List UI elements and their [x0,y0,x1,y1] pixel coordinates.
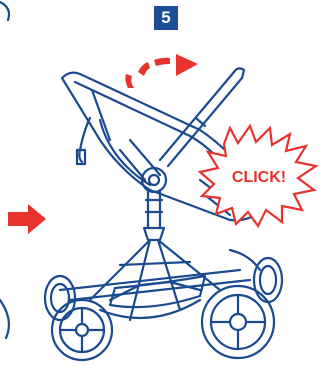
click-label: CLICK! [232,169,286,186]
column-post [144,190,164,240]
front-left-wheel [52,300,112,360]
basket [110,276,205,307]
rear-right-wheel [254,258,282,302]
edge-circle-top [0,2,9,20]
rear-wheel-small [45,276,75,320]
curved-arrow-icon [125,54,198,88]
right-wheel-large [202,286,274,358]
arrow-right-icon [8,204,46,234]
edge-circle-bottom [0,300,9,338]
step-number: 5 [154,6,178,30]
chassis-frame [60,240,260,320]
